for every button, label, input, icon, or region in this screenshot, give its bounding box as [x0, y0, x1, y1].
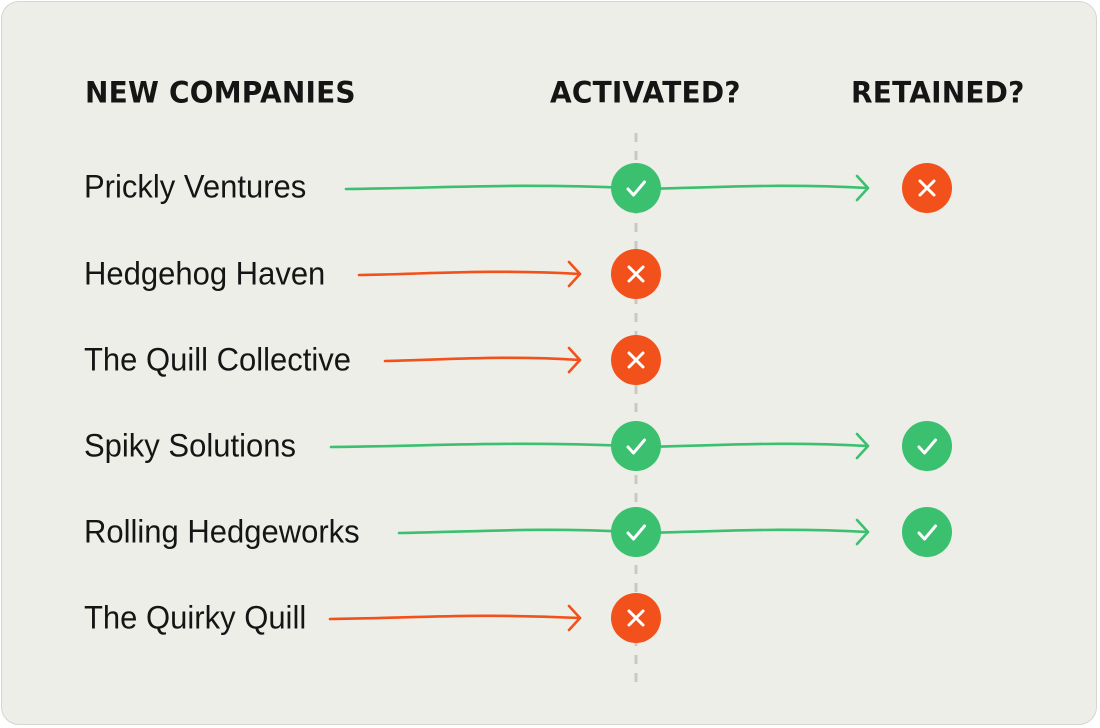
- company-label: Hedgehog Haven: [84, 255, 326, 292]
- company-label: Prickly Ventures: [84, 168, 307, 205]
- company-label: Spiky Solutions: [84, 427, 296, 464]
- header-new-companies: NEW COMPANIES: [85, 75, 356, 110]
- header-activated: ACTIVATED?: [550, 75, 741, 110]
- company-label: Rolling Hedgeworks: [84, 513, 360, 550]
- header-retained: RETAINED?: [851, 75, 1025, 110]
- company-label: The Quirky Quill: [84, 599, 307, 636]
- company-label: The Quill Collective: [84, 341, 352, 378]
